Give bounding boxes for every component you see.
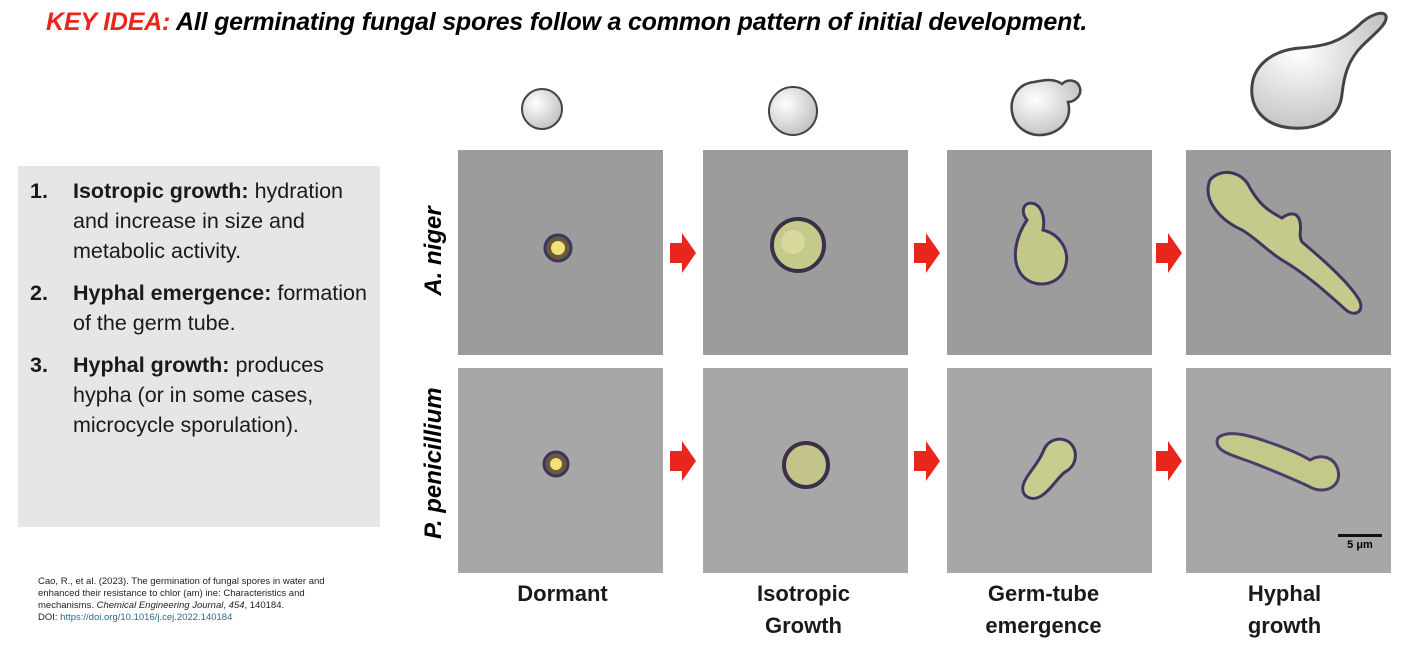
column-heading-line2: growth bbox=[1247, 613, 1322, 638]
row-label-p-penicillium: P. penicillium bbox=[420, 387, 447, 539]
column-heading-line1: Isotropic bbox=[757, 581, 850, 606]
citation-doi-label: DOI: bbox=[38, 612, 58, 623]
micrograph-p-penicillium-isotropic bbox=[703, 368, 908, 573]
step-body: formation of the germ tube. bbox=[73, 281, 367, 335]
step-body: produces hypha (or in some cases, microc… bbox=[73, 353, 324, 437]
step-heading: Hyphal emergence: bbox=[73, 281, 272, 305]
micrograph-a-niger-germ-tube bbox=[947, 150, 1152, 355]
step-number: 2. bbox=[30, 281, 48, 305]
step-heading: Hyphal growth: bbox=[73, 353, 230, 377]
column-heading-line1: Dormant bbox=[517, 581, 608, 606]
arrow-right-icon bbox=[670, 233, 696, 273]
micrograph-p-penicillium-hyphal bbox=[1186, 368, 1391, 573]
step-body: hydration and increase in size and metab… bbox=[73, 179, 344, 263]
micrograph-a-niger-dormant bbox=[458, 150, 663, 355]
step-3: 3. Hyphal growth: produces hypha (or in … bbox=[18, 350, 373, 440]
citation-pages: , 140184. bbox=[244, 600, 285, 611]
step-heading: Isotropic growth: bbox=[73, 179, 249, 203]
column-heading-dormant: Dormant bbox=[460, 578, 665, 610]
arrow-right-icon bbox=[670, 441, 696, 481]
arrow-right-icon bbox=[1156, 233, 1182, 273]
column-heading-line2: Growth bbox=[765, 613, 842, 638]
micrograph-a-niger-hyphal bbox=[1186, 150, 1391, 355]
arrow-right-icon bbox=[914, 233, 940, 273]
column-heading-isotropic: Isotropic Growth bbox=[701, 578, 906, 642]
arrow-right-icon bbox=[914, 441, 940, 481]
arrow-right-icon bbox=[1156, 441, 1182, 481]
scale-bar: 5 μm bbox=[1338, 534, 1382, 551]
steps-list: 1. Isotropic growth: hydration and incre… bbox=[18, 176, 373, 452]
steps-panel: 1. Isotropic growth: hydration and incre… bbox=[18, 166, 380, 527]
column-heading-hyphal: Hyphal growth bbox=[1182, 578, 1387, 642]
scale-bar-label: 5 μm bbox=[1347, 539, 1373, 551]
step-number: 1. bbox=[30, 179, 48, 203]
citation-journal: Chemical Engineering Journal bbox=[96, 600, 224, 611]
micrograph-p-penicillium-germ-tube bbox=[947, 368, 1152, 573]
title: KEY IDEA: All germinating fungal spores … bbox=[46, 8, 1087, 37]
citation-text: Cao, R., et al. (2023). The germination … bbox=[38, 576, 325, 611]
column-heading-line1: Hyphal bbox=[1247, 581, 1322, 606]
step-number: 3. bbox=[30, 353, 48, 377]
step-2: 2. Hyphal emergence: formation of the ge… bbox=[18, 278, 373, 338]
step-1: 1. Isotropic growth: hydration and incre… bbox=[18, 176, 373, 266]
column-heading-germ-tube: Germ-tube emergence bbox=[941, 578, 1146, 642]
column-heading-line2: emergence bbox=[985, 613, 1102, 638]
schematic-dormant-spore bbox=[521, 88, 563, 130]
citation-doi-link[interactable]: https://doi.org/10.1016/j.cej.2022.14018… bbox=[60, 612, 233, 623]
citation: Cao, R., et al. (2023). The germination … bbox=[38, 576, 325, 623]
micrograph-p-penicillium-dormant bbox=[458, 368, 663, 573]
schematic-hyphal-spore bbox=[1250, 11, 1388, 130]
title-key: KEY IDEA: bbox=[46, 8, 171, 36]
title-text: All germinating fungal spores follow a c… bbox=[175, 8, 1088, 36]
micrograph-a-niger-isotropic bbox=[703, 150, 908, 355]
column-heading-line1: Germ-tube bbox=[987, 581, 1100, 606]
schematic-isotropic-spore bbox=[768, 86, 818, 136]
citation-volume: 454 bbox=[228, 600, 245, 611]
schematic-germ-tube-spore bbox=[1010, 78, 1082, 137]
scale-bar-line bbox=[1338, 534, 1382, 537]
row-label-a-niger: A. niger bbox=[420, 206, 447, 296]
